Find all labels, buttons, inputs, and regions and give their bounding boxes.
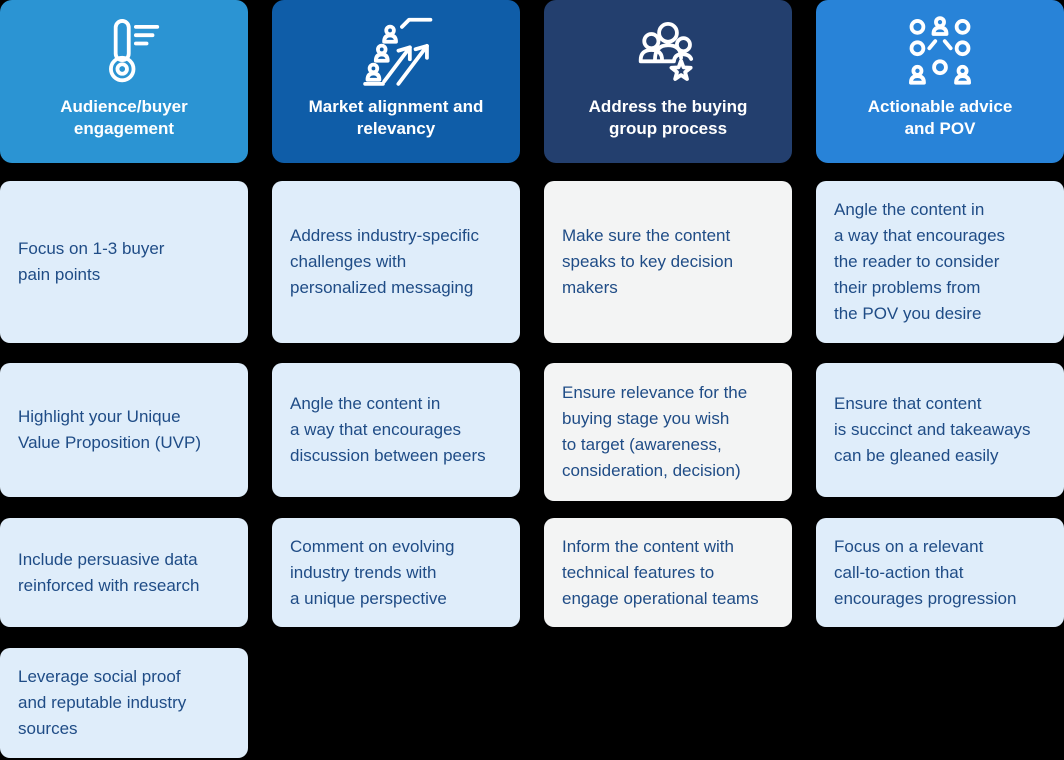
column-market-alignment: Market alignment and relevancy Address i… bbox=[272, 0, 520, 758]
growth-chart-icon bbox=[358, 12, 434, 94]
tip-card: Leverage social proof and reputable indu… bbox=[0, 648, 248, 758]
tip-text: Leverage social proof and reputable indu… bbox=[18, 667, 187, 738]
header-title: Audience/buyer engagement bbox=[60, 97, 188, 138]
header-title: Market alignment and relevancy bbox=[308, 97, 484, 138]
tip-text: Angle the content in a way that encourag… bbox=[834, 200, 1006, 323]
network-people-icon bbox=[902, 12, 978, 94]
column-buying-group: Address the buying group process Make su… bbox=[544, 0, 792, 758]
tip-card: Focus on a relevant call-to-action that … bbox=[816, 518, 1064, 627]
column-actionable-advice: Actionable advice and POV Angle the cont… bbox=[816, 0, 1064, 758]
tip-card: Angle the content in a way that encourag… bbox=[816, 181, 1064, 343]
thermometer-icon bbox=[86, 12, 162, 94]
tip-card: Comment on evolving industry trends with… bbox=[272, 518, 520, 627]
tip-card: Make sure the content speaks to key deci… bbox=[544, 181, 792, 343]
tip-text: Highlight your Unique Value Proposition … bbox=[18, 407, 201, 452]
tip-card: Angle the content in a way that encourag… bbox=[272, 363, 520, 497]
tip-card: Address industry-specific challenges wit… bbox=[272, 181, 520, 343]
header-card-actionable: Actionable advice and POV bbox=[816, 0, 1064, 163]
header-card-buying-group: Address the buying group process bbox=[544, 0, 792, 163]
tip-text: Comment on evolving industry trends with… bbox=[290, 536, 455, 608]
tip-card: Ensure that content is succinct and take… bbox=[816, 363, 1064, 497]
header-title: Actionable advice and POV bbox=[867, 97, 1013, 138]
tip-card: Focus on 1-3 buyer pain points bbox=[0, 181, 248, 343]
buying-group-star-icon bbox=[630, 12, 706, 94]
tip-text: Ensure relevance for the buying stage yo… bbox=[562, 383, 748, 480]
tip-text: Angle the content in a way that encourag… bbox=[290, 394, 486, 465]
tip-text: Ensure that content is succinct and take… bbox=[834, 394, 1031, 465]
tip-text: Include persuasive data reinforced with … bbox=[18, 549, 200, 595]
tip-card: Include persuasive data reinforced with … bbox=[0, 518, 248, 627]
header-card-market: Market alignment and relevancy bbox=[272, 0, 520, 163]
header-title: Address the buying group process bbox=[588, 97, 748, 138]
column-audience-buyer-engagement: Audience/buyer engagement Focus on 1-3 b… bbox=[0, 0, 248, 758]
tip-text: Focus on a relevant call-to-action that … bbox=[834, 536, 1017, 608]
tip-card: Ensure relevance for the buying stage yo… bbox=[544, 363, 792, 501]
tip-card: Highlight your Unique Value Proposition … bbox=[0, 363, 248, 497]
tip-text: Address industry-specific challenges wit… bbox=[290, 226, 479, 297]
header-card-audience: Audience/buyer engagement bbox=[0, 0, 248, 163]
tip-card: Inform the content with technical featur… bbox=[544, 518, 792, 627]
tip-text: Inform the content with technical featur… bbox=[562, 536, 759, 608]
tip-text: Make sure the content speaks to key deci… bbox=[562, 226, 734, 297]
tip-text: Focus on 1-3 buyer pain points bbox=[18, 239, 165, 284]
